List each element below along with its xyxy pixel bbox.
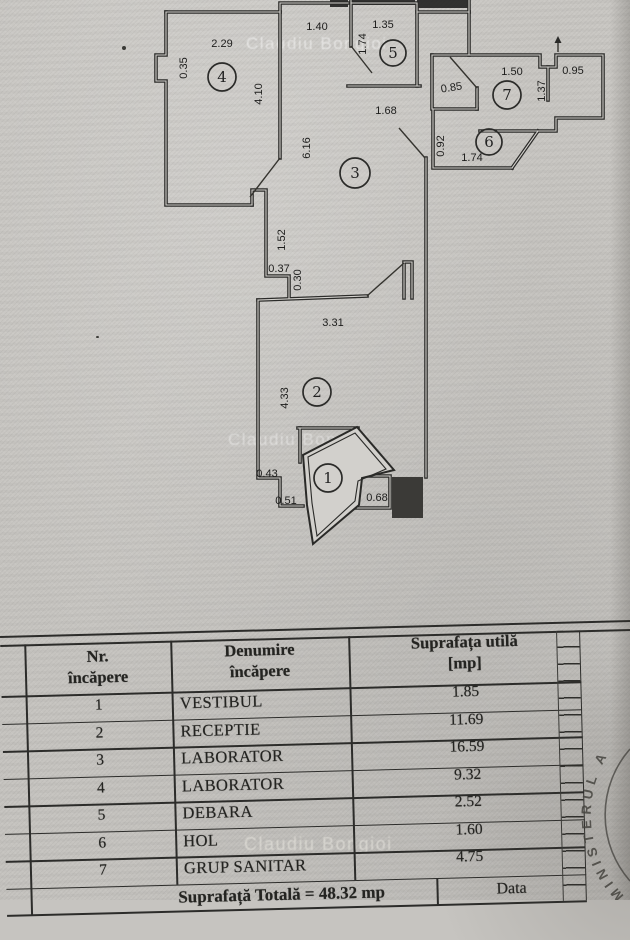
scan-artifact-band: [417, 0, 470, 8]
dim-label: 1.74: [357, 33, 369, 54]
door-swing-lines: [249, 45, 478, 297]
room-number-badge: 4: [207, 62, 237, 92]
dimension-labels: 2.29 0.35 4.10 1.40 1.35 1.74 1.68 6.16 …: [178, 19, 584, 507]
dim-label: 0.51: [275, 495, 296, 507]
dim-label: 0.95: [562, 65, 583, 77]
dim-label: 0.35: [178, 57, 190, 78]
room-number-badge: 7: [492, 80, 522, 110]
north-tick-icon: [554, 36, 562, 52]
svg-text:5: 5: [388, 44, 398, 62]
room-number-badge: 5: [379, 39, 407, 67]
entrance-arrow: [301, 425, 396, 546]
dim-label: 6.16: [301, 137, 313, 158]
room-number-badge: 2: [302, 377, 332, 407]
svg-text:4: 4: [217, 68, 227, 86]
svg-text:2: 2: [312, 383, 322, 401]
official-stamp: MINISTERUL A: [579, 747, 630, 900]
dim-label: 1.68: [375, 105, 396, 117]
dim-label: 1.52: [276, 229, 288, 250]
dim-label: 4.33: [279, 387, 291, 408]
floor-plan: 2.29 0.35 4.10 1.40 1.35 1.74 1.68 6.16 …: [154, 0, 605, 546]
dim-label: 1.74: [461, 152, 482, 164]
svg-text:6: 6: [484, 133, 494, 151]
dim-label: 1.40: [306, 21, 327, 33]
svg-text:1: 1: [323, 469, 333, 487]
dim-label: 2.29: [211, 38, 232, 50]
dim-label: 0.85: [440, 80, 463, 95]
dim-label: 0.92: [435, 135, 447, 156]
scan-corner-shade: [430, 640, 630, 940]
dim-label: 0.37: [268, 263, 289, 275]
dim-label: 0.30: [292, 269, 304, 290]
room-number-badge: 6: [475, 128, 503, 156]
room-number-badge: 3: [339, 157, 371, 189]
stamp-ring: [604, 748, 630, 882]
scan-speck: [122, 46, 126, 50]
dim-label: 3.31: [322, 317, 343, 329]
dim-label: 1.37: [536, 80, 548, 101]
scan-speck: [96, 336, 99, 338]
dim-label: 4.10: [253, 83, 265, 104]
wall-pier: [392, 477, 423, 518]
dim-label: 1.50: [501, 66, 522, 78]
dim-label: 0.68: [366, 492, 387, 504]
svg-text:3: 3: [350, 164, 360, 182]
room-number-badge: 1: [313, 463, 343, 493]
room-number-badges: 1 2 3 4 5 6 7: [207, 39, 522, 493]
svg-text:7: 7: [502, 86, 512, 104]
scan-edge-shadow: [610, 0, 630, 900]
dim-label: 1.35: [372, 19, 393, 31]
dim-label: 0.43: [256, 468, 277, 480]
